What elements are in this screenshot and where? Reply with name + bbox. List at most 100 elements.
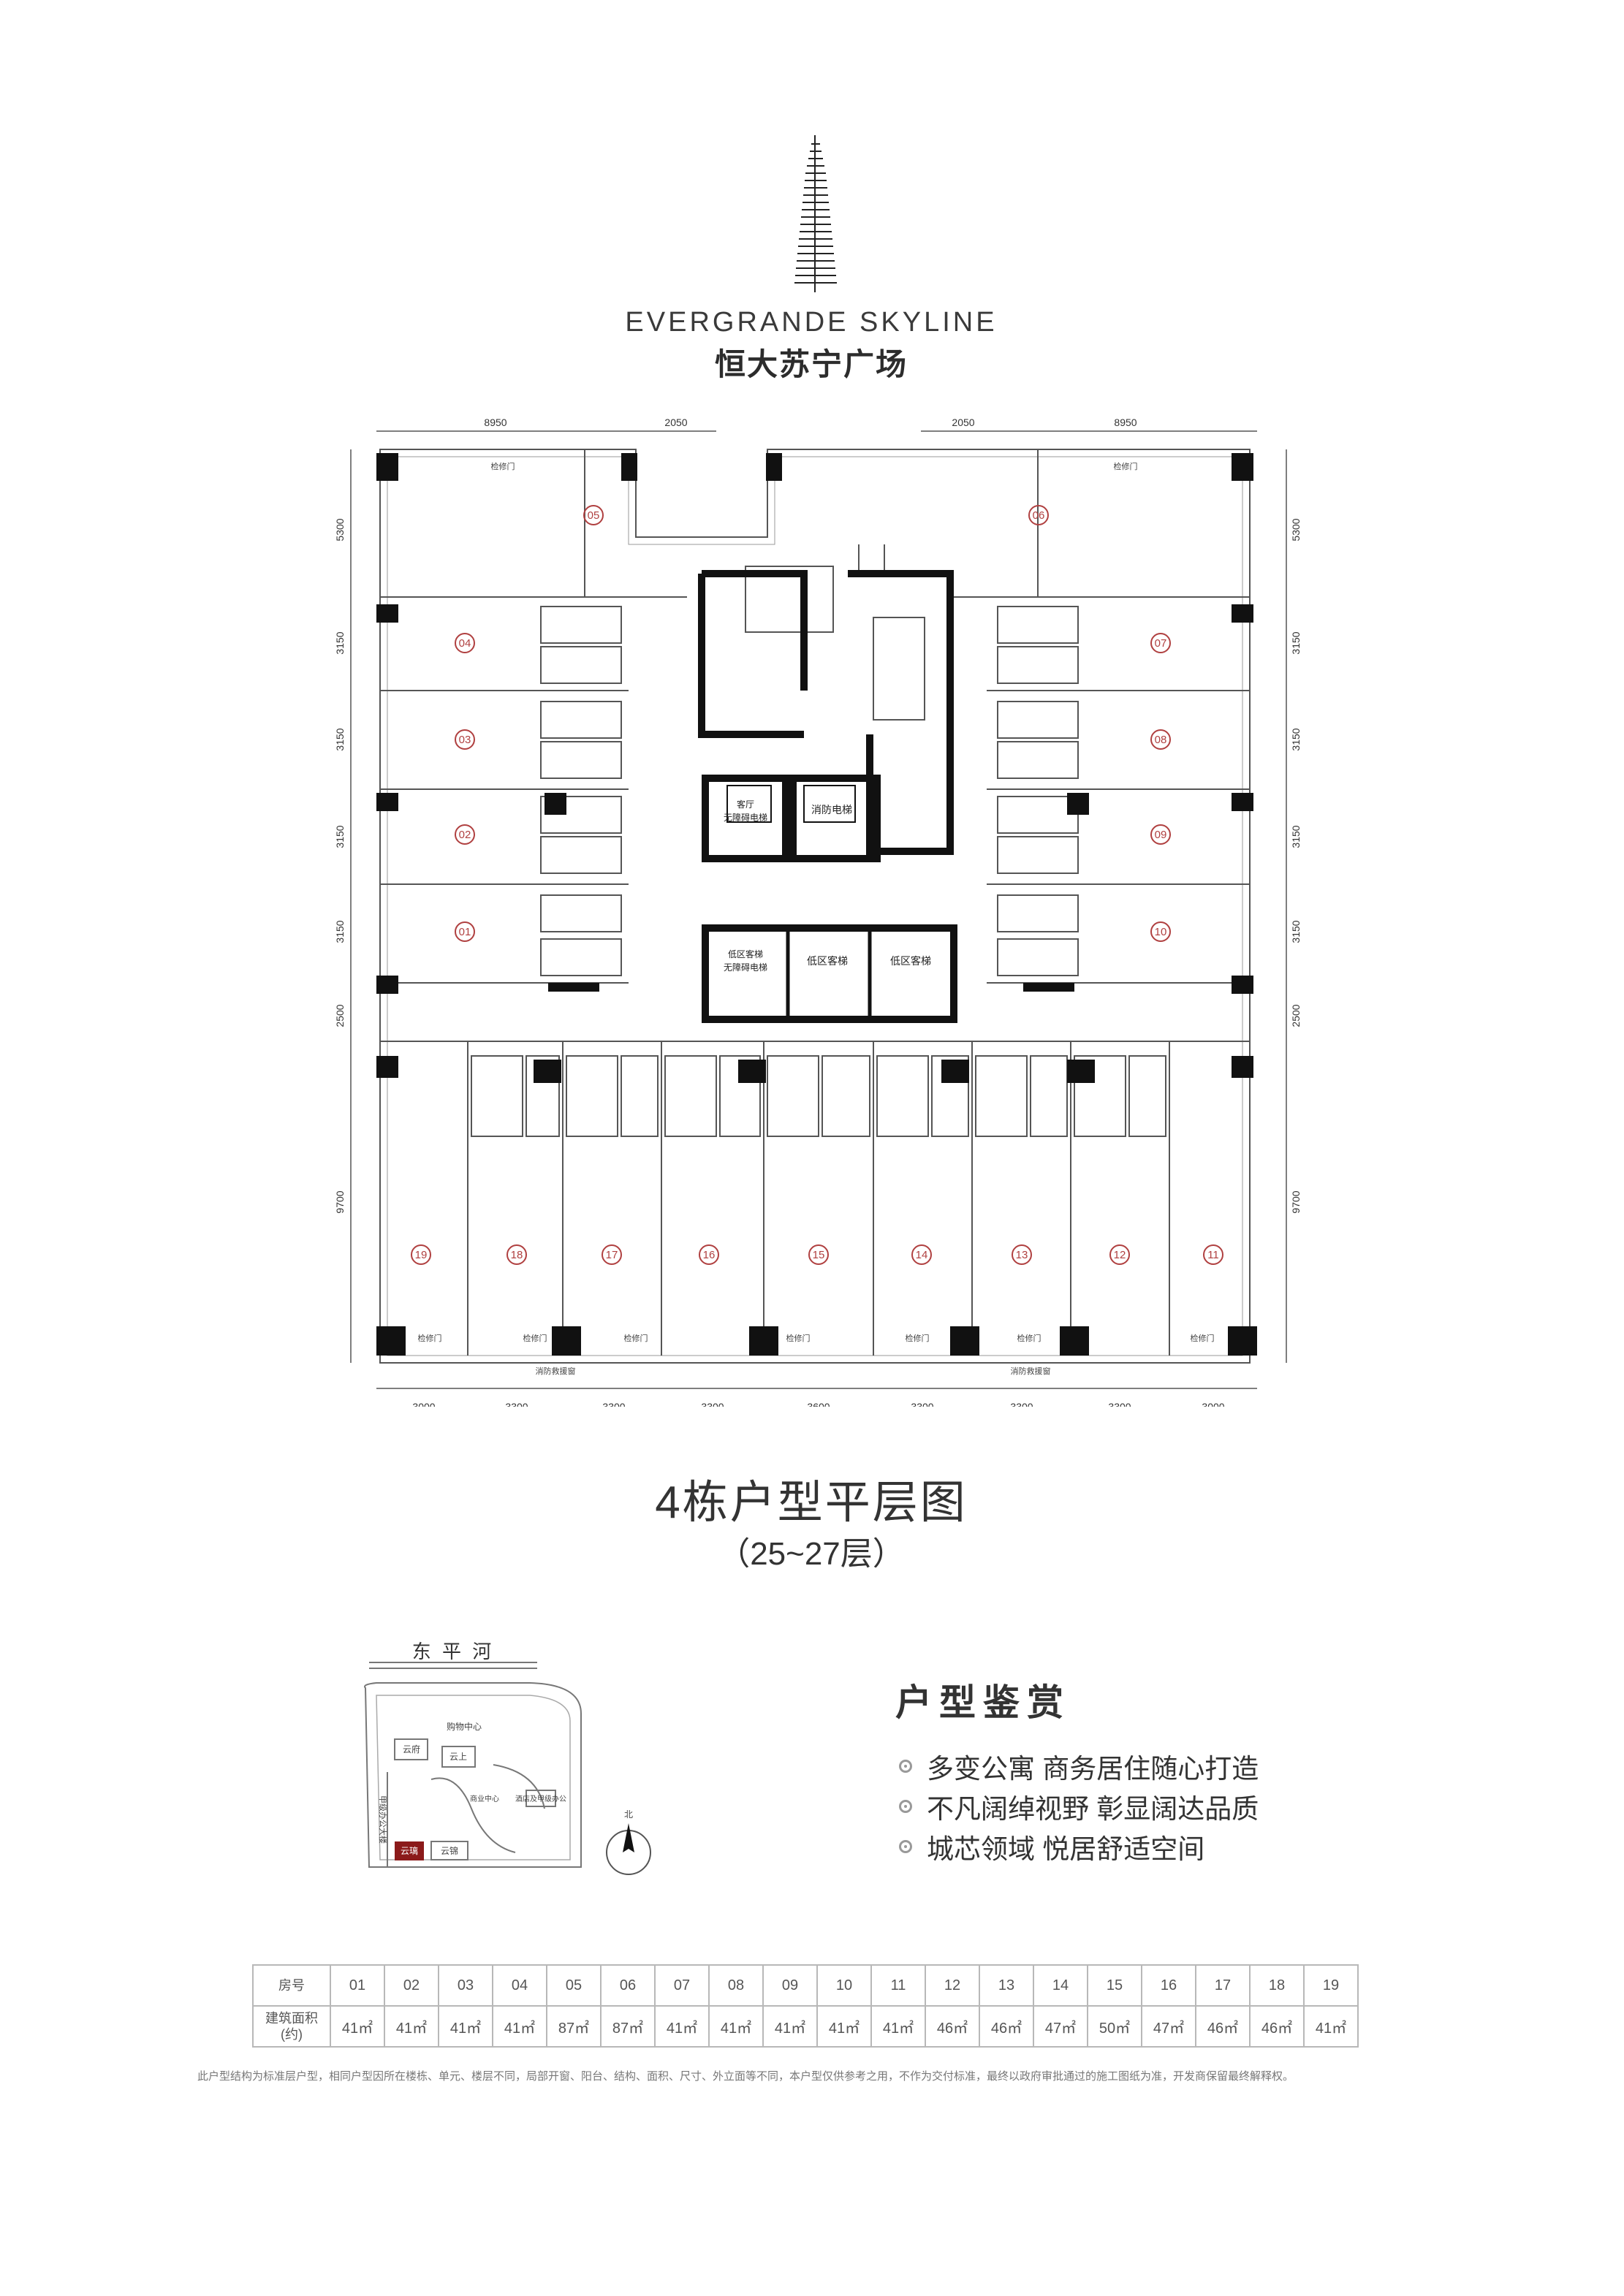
site-yunjin-label: 云锦 [441, 1846, 458, 1856]
dim-left-label: 3150 [334, 631, 346, 654]
logo-icon [794, 135, 837, 292]
dim-bottom-label: 3300 [1010, 1401, 1033, 1407]
area-header-line-1: 建筑面积 [265, 2011, 318, 2026]
area-cell: 46㎡ [925, 2005, 980, 2048]
room-number-cell: 11 [870, 1964, 926, 2007]
area-cell: 41㎡ [654, 2005, 710, 2048]
room-number-cell: 07 [654, 1964, 710, 2007]
table-row: 房号 01 02 03 04 05 06 07 08 09 10 11 12 1… [252, 1964, 1359, 2007]
dim-left-label: 3150 [334, 825, 346, 848]
access-door-label: 检修门 [418, 1333, 442, 1343]
access-door-label: 检修门 [1114, 461, 1138, 471]
unit-09-label: 09 [1155, 829, 1167, 841]
site-office-label: 酒店及甲级办公 [515, 1794, 566, 1803]
room-number-cell: 12 [925, 1964, 980, 2007]
elevator-fire-label: 消防电梯 [811, 804, 852, 816]
dim-left-label: 5300 [334, 518, 346, 541]
unit-17-label: 17 [606, 1249, 618, 1261]
site-shopping-label: 购物中心 [447, 1721, 482, 1732]
unit-12-label: 12 [1114, 1249, 1126, 1261]
elevator-low-label-1: 低区客梯 [728, 949, 763, 959]
dim-top-label: 2050 [952, 417, 974, 428]
area-cell: 41㎡ [1303, 2005, 1359, 2048]
feature-text: 不凡阔绰视野 彰显阔达品质 [927, 1794, 1259, 1824]
unit-05-label: 05 [588, 509, 600, 522]
area-cell: 41㎡ [816, 2005, 872, 2048]
area-table: 房号 01 02 03 04 05 06 07 08 09 10 11 12 1… [252, 1964, 1359, 2048]
area-cell: 41㎡ [762, 2005, 818, 2048]
dim-right-label: 3150 [1290, 825, 1302, 848]
area-cell: 41㎡ [708, 2005, 764, 2048]
site-yunfu-label: 云府 [403, 1744, 420, 1755]
site-commercial-label: 商业中心 [470, 1794, 499, 1803]
access-door-label: 检修门 [906, 1333, 930, 1343]
area-cell: 41㎡ [492, 2005, 547, 2048]
elevator-guest-label-1: 客厅 [737, 799, 754, 810]
dim-left-label: 3150 [334, 728, 346, 750]
room-number-cell: 10 [816, 1964, 872, 2007]
area-cell: 50㎡ [1087, 2005, 1142, 2048]
features-title: 户型鉴赏 [895, 1682, 1071, 1723]
access-door-label: 检修门 [491, 461, 515, 471]
area-cell: 41㎡ [438, 2005, 493, 2048]
dim-left-label: 3150 [334, 920, 346, 943]
unit-10-label: 10 [1155, 926, 1167, 938]
unit-02-label: 02 [459, 829, 471, 841]
unit-18-label: 18 [511, 1249, 523, 1261]
room-number-cell: 02 [384, 1964, 439, 2007]
dim-bottom-label: 3000 [1202, 1401, 1224, 1407]
unit-06-label: 06 [1033, 509, 1045, 522]
site-yunshang-label: 云上 [449, 1752, 467, 1762]
dim-top-label: 8950 [1114, 417, 1137, 428]
access-door-label: 检修门 [1191, 1333, 1215, 1343]
brand-name-en: EVERGRANDE SKYLINE [625, 307, 998, 338]
feature-item: 不凡阔绰视野 彰显阔达品质 [899, 1787, 1259, 1826]
unit-16-label: 16 [703, 1249, 716, 1261]
room-number-cell: 03 [438, 1964, 493, 2007]
room-number-cell: 09 [762, 1964, 818, 2007]
dim-top-label: 2050 [664, 417, 687, 428]
access-door-label: 检修门 [786, 1333, 811, 1343]
area-cell: 41㎡ [384, 2005, 439, 2048]
unit-01-label: 01 [459, 926, 471, 938]
fire-rescue-label: 消防救援窗 [1011, 1366, 1051, 1376]
feature-text: 城芯领域 悦居舒适空间 [927, 1834, 1205, 1864]
dim-bottom-label: 3300 [1108, 1401, 1131, 1407]
bullet-icon [899, 1840, 912, 1853]
unit-19-label: 19 [415, 1249, 428, 1261]
room-number-cell: 08 [708, 1964, 764, 2007]
elevator-low-label-2: 无障碍电梯 [724, 962, 767, 973]
room-number-cell: 14 [1033, 1964, 1088, 2007]
area-cell: 46㎡ [1195, 2005, 1251, 2048]
dim-right-label: 2500 [1290, 1004, 1302, 1027]
unit-04-label: 04 [459, 637, 471, 650]
unit-14-label: 14 [916, 1249, 928, 1261]
site-north-label: 北 [624, 1809, 633, 1820]
unit-03-label: 03 [459, 734, 471, 746]
feature-text: 多变公寓 商务居住随心打造 [927, 1754, 1259, 1784]
area-cell: 47㎡ [1141, 2005, 1196, 2048]
elevator-low-c-label: 低区客梯 [890, 955, 931, 967]
area-cell: 46㎡ [1249, 2005, 1305, 2048]
table-row: 建筑面积 (约) 41㎡ 41㎡ 41㎡ 41㎡ 87㎡ 87㎡ 41㎡ 41㎡… [252, 2005, 1359, 2048]
access-door-label: 检修门 [624, 1333, 648, 1343]
bullet-icon [899, 1800, 912, 1813]
site-yunyu-label: 云璃 [401, 1846, 418, 1856]
site-river-label: 东 平 河 [412, 1641, 494, 1662]
plan-subtitle: （25~27层） [718, 1536, 905, 1572]
room-number-cell: 17 [1195, 1964, 1251, 2007]
area-cell: 41㎡ [870, 2005, 926, 2048]
dim-bottom-label: 3300 [701, 1401, 724, 1407]
bullet-icon [899, 1760, 912, 1773]
disclaimer-text: 此户型结构为标准层户型，相同户型因所在楼栋、单元、楼层不同，局部开窗、阳台、结构… [197, 2070, 1294, 2083]
area-cell: 47㎡ [1033, 2005, 1088, 2048]
room-number-cell: 16 [1141, 1964, 1196, 2007]
area-cell: 41㎡ [330, 2005, 385, 2048]
dim-left-label: 2500 [334, 1004, 346, 1027]
dim-bottom-label: 3300 [602, 1401, 625, 1407]
floor-plan: 05 06 04 03 02 01 07 08 09 10 19 18 17 1… [334, 417, 1302, 1407]
room-number-cell: 18 [1249, 1964, 1305, 2007]
elevator-guest-label-2: 无障碍电梯 [724, 812, 767, 823]
area-header: 建筑面积 (约) [252, 2005, 331, 2048]
room-number-cell: 01 [330, 1964, 385, 2007]
